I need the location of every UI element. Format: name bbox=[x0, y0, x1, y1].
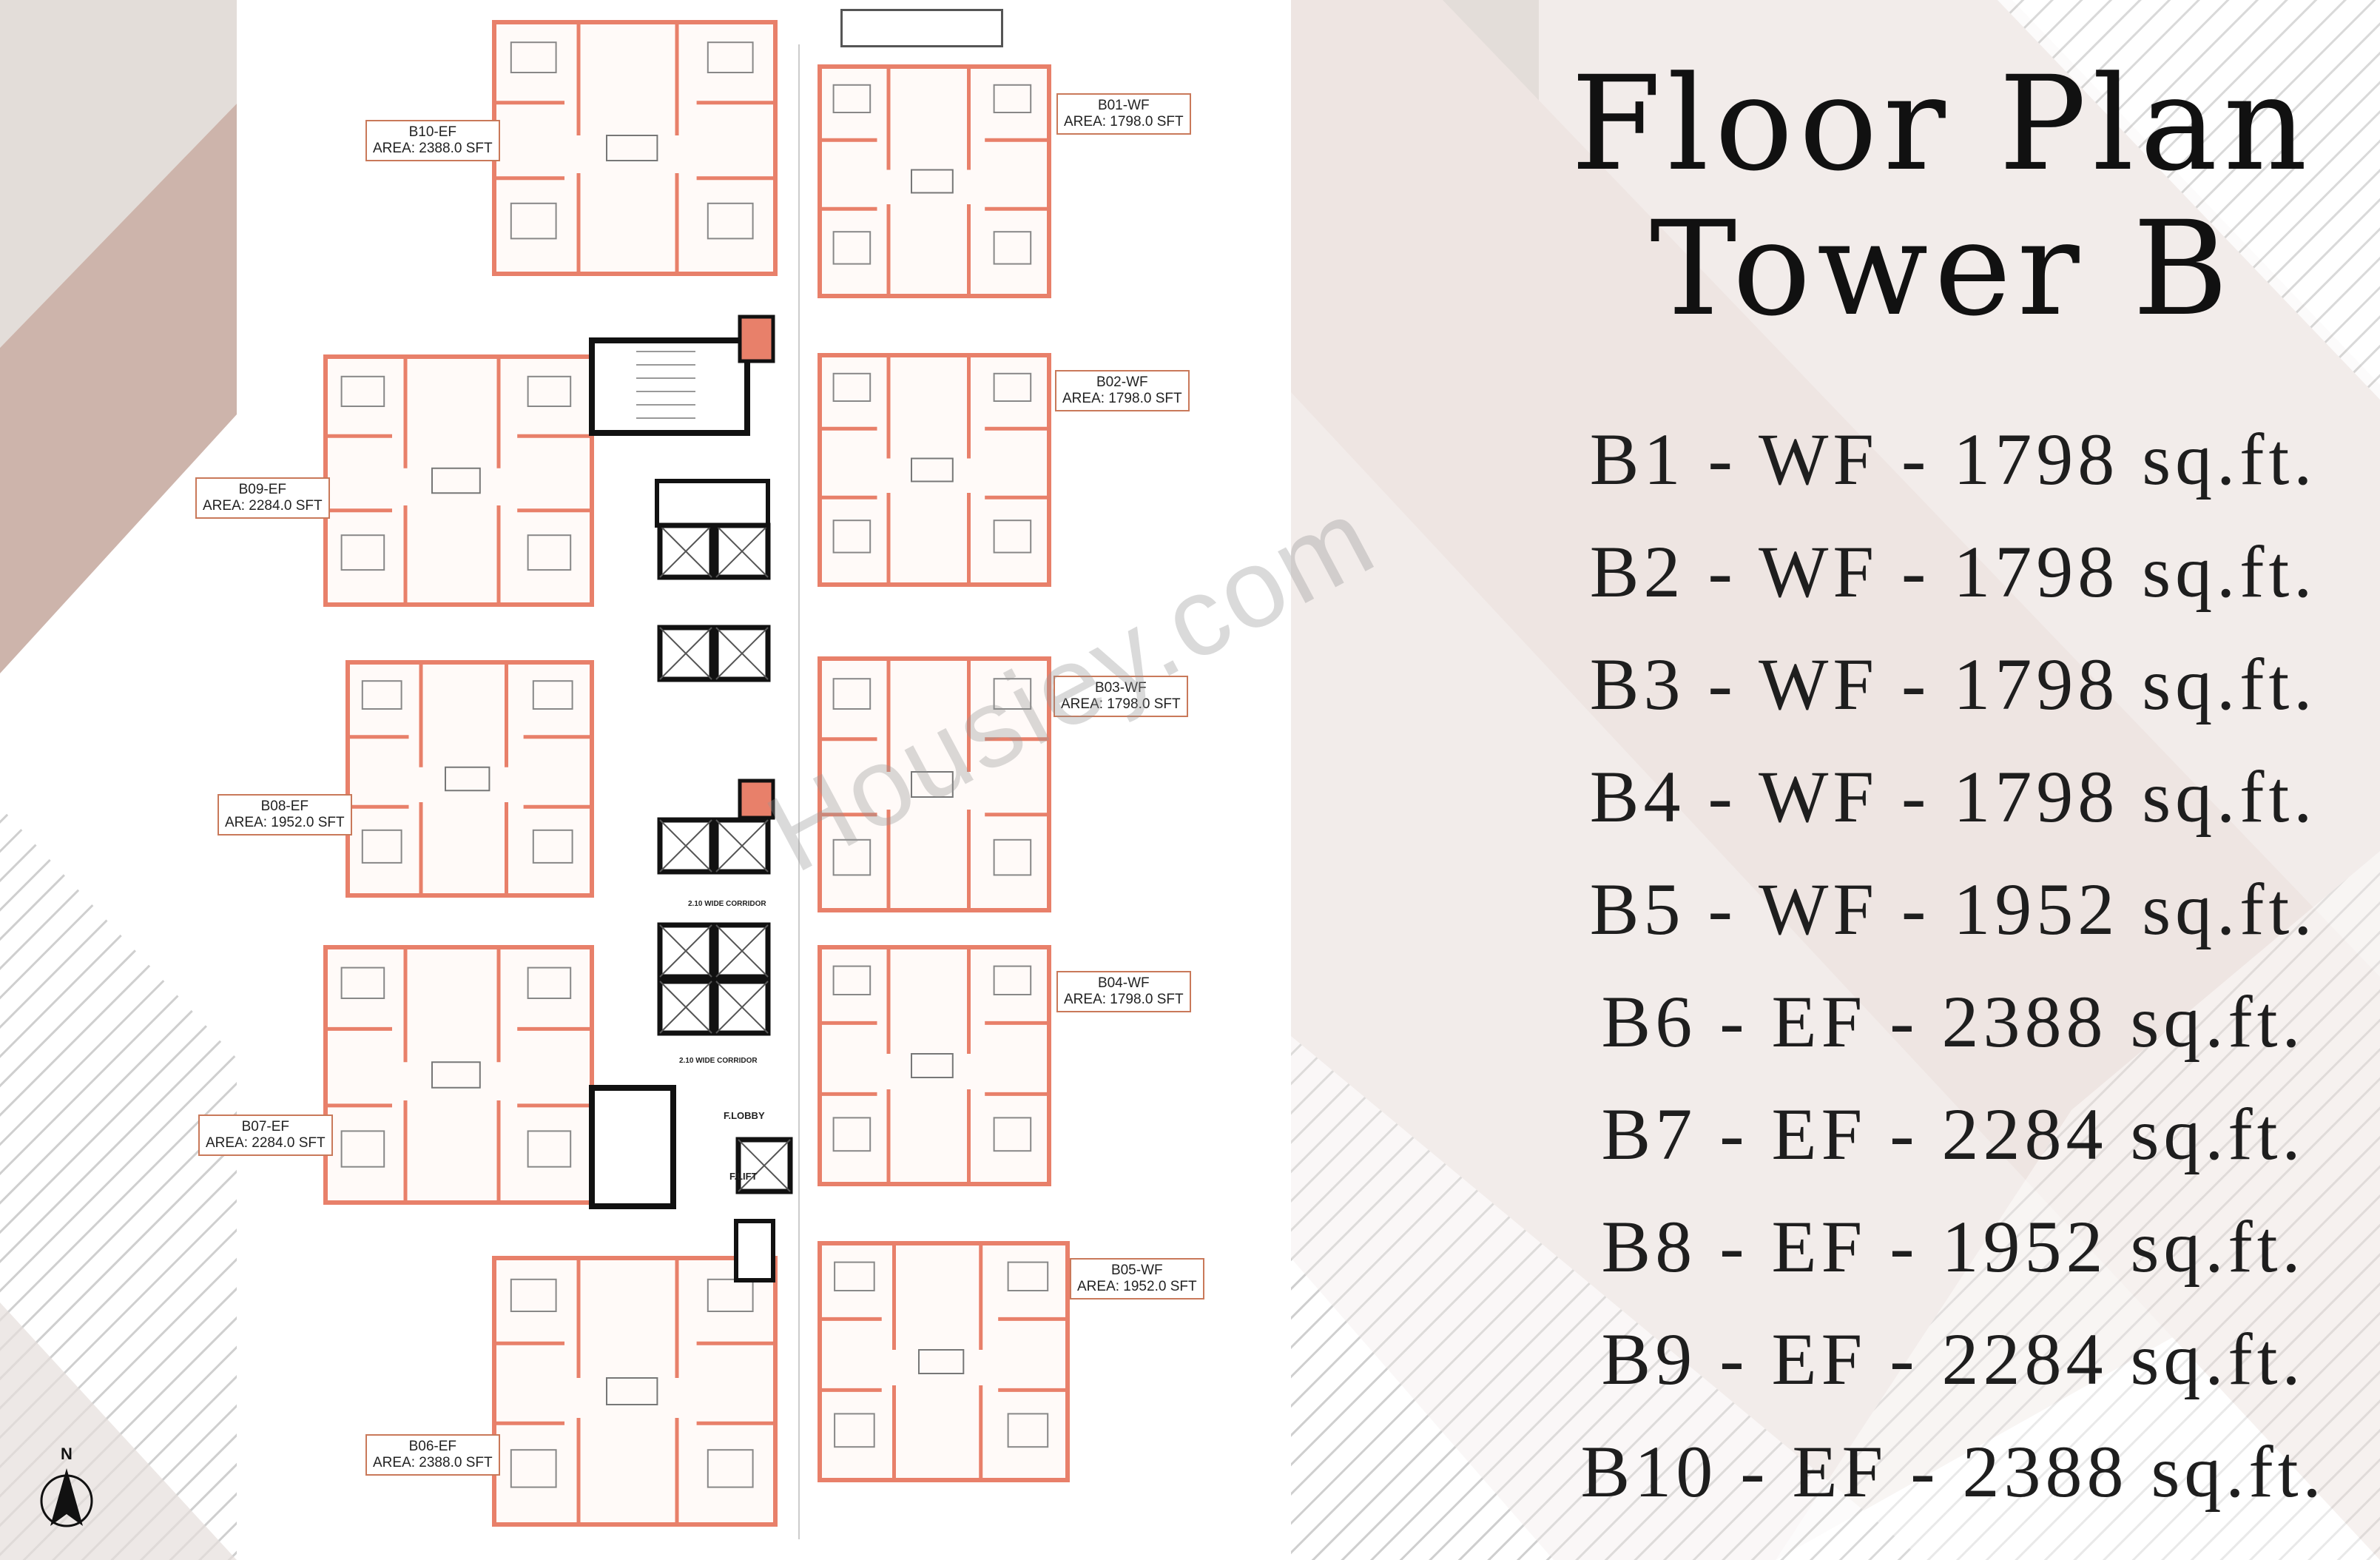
core-label-corridor-1: 2.10 WIDE CORRIDOR bbox=[688, 900, 766, 908]
area-row-b5: B5 - WF - 1952 sq.ft. bbox=[1589, 868, 2317, 950]
lift-car bbox=[713, 625, 771, 682]
drawing-note-box bbox=[840, 9, 1003, 47]
building-core bbox=[589, 44, 800, 1539]
lift-car bbox=[657, 922, 715, 980]
north-label: N bbox=[61, 1445, 73, 1463]
unit-b02 bbox=[818, 353, 1051, 587]
area-row-b1: B1 - WF - 1798 sq.ft. bbox=[1589, 418, 2317, 500]
lift-car bbox=[713, 922, 771, 980]
north-arrow-icon: N bbox=[40, 1445, 93, 1527]
core-label-corridor-2: 2.10 WIDE CORRIDOR bbox=[679, 1057, 758, 1065]
unit-b06 bbox=[492, 1256, 778, 1527]
area-row-b2: B2 - WF - 1798 sq.ft. bbox=[1589, 531, 2317, 613]
core-label-f-lobby: F.LOBBY bbox=[724, 1110, 765, 1121]
unit-layouts bbox=[323, 20, 1070, 1527]
unit-b08 bbox=[345, 660, 594, 898]
unit-b04 bbox=[818, 945, 1051, 1186]
title-line-2: Tower B bbox=[1650, 193, 2234, 345]
title-line-1: Floor Plan bbox=[1571, 48, 2313, 200]
lift-car bbox=[713, 817, 771, 875]
unit-b09 bbox=[323, 354, 594, 607]
area-row-b6: B6 - EF - 2388 sq.ft. bbox=[1601, 981, 2305, 1063]
page-title: Floor Plan Tower B bbox=[1509, 52, 2375, 342]
lift-car bbox=[657, 625, 715, 682]
area-row-b9: B9 - EF - 2284 sq.ft. bbox=[1601, 1318, 2305, 1400]
lift-car bbox=[713, 522, 771, 580]
unit-b07 bbox=[323, 945, 594, 1205]
core-label-f-lift: F.LIFT bbox=[729, 1171, 758, 1182]
area-row-b7: B7 - EF - 2284 sq.ft. bbox=[1601, 1093, 2305, 1175]
lift-car bbox=[713, 978, 771, 1036]
unit-b03 bbox=[818, 656, 1051, 912]
unit-b05 bbox=[818, 1241, 1070, 1482]
lift-car bbox=[657, 522, 715, 580]
lift-car bbox=[735, 1137, 793, 1194]
stair-bottom bbox=[589, 1085, 676, 1209]
area-row-b4: B4 - WF - 1798 sq.ft. bbox=[1589, 756, 2317, 838]
area-row-b3: B3 - WF - 1798 sq.ft. bbox=[1589, 643, 2317, 725]
area-row-b10: B10 - EF - 2388 sq.ft. bbox=[1580, 1430, 2326, 1513]
unit-b10 bbox=[492, 20, 778, 276]
unit-area-list: B1 - WF - 1798 sq.ft. B2 - WF - 1798 sq.… bbox=[1539, 403, 2367, 1528]
lift-car bbox=[657, 978, 715, 1036]
unit-b01 bbox=[818, 64, 1051, 298]
stair-top bbox=[589, 337, 750, 436]
area-row-b8: B8 - EF - 1952 sq.ft. bbox=[1601, 1206, 2305, 1288]
lift-car bbox=[657, 817, 715, 875]
